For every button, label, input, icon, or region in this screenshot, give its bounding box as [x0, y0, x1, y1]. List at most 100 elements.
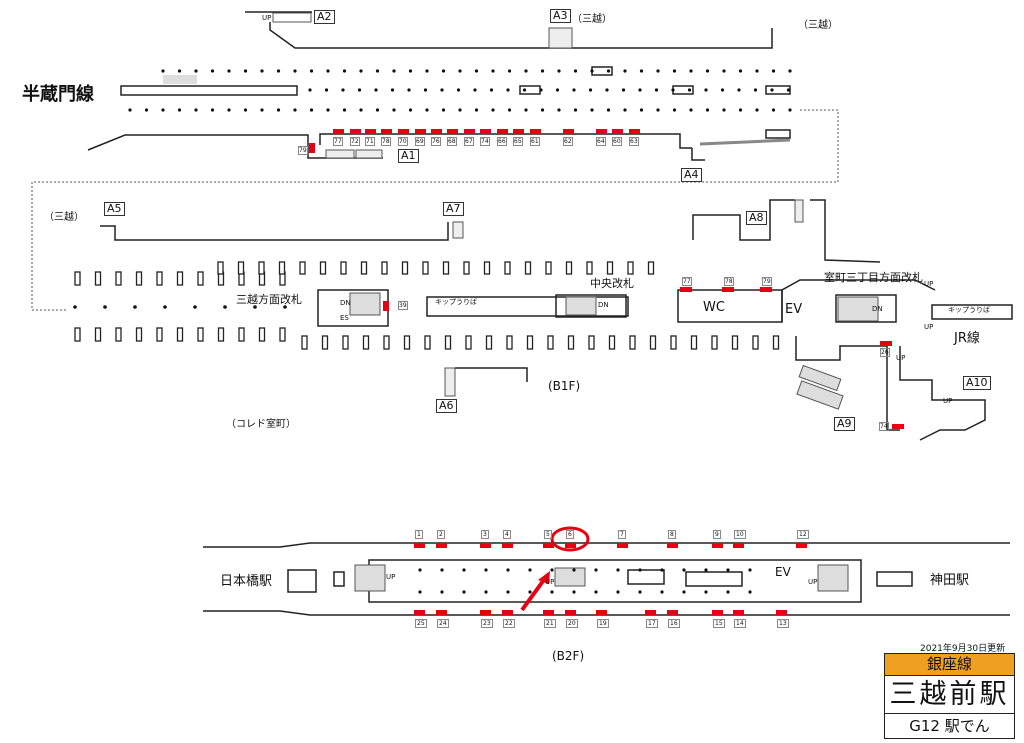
exit-a4[interactable]: A4 [681, 168, 702, 182]
pillar [690, 335, 698, 350]
pillar-dot [260, 69, 264, 73]
pillar [74, 327, 81, 342]
pillar-dot [557, 69, 561, 73]
door-marker [502, 543, 513, 548]
pillar [627, 261, 634, 275]
pillar [485, 335, 493, 350]
ticket-office-1: キップうりば [435, 298, 477, 306]
door-label: 15 [713, 619, 725, 628]
pillar-dot [704, 568, 708, 572]
exit-a3[interactable]: A3 [550, 9, 571, 23]
door-marker [667, 610, 678, 615]
door-label: 2 [437, 530, 445, 539]
pillar-dot [425, 108, 429, 112]
door-label: 26 [880, 348, 890, 357]
door-marker [629, 129, 640, 134]
exit-a9[interactable]: A9 [834, 417, 855, 431]
left-station-label: 日本橋駅 [220, 574, 273, 589]
up-label: UP [262, 14, 272, 22]
pillar-dot [738, 108, 743, 112]
right-station-label: 神田駅 [930, 573, 970, 588]
pillar-dot [528, 590, 532, 594]
exit-a6[interactable]: A6 [436, 399, 457, 413]
pillar-dot [682, 568, 686, 572]
pillar-dot [144, 108, 149, 112]
pillar-dot [550, 590, 554, 594]
pillar-dot [573, 69, 578, 73]
pillar-dot [689, 108, 693, 112]
pillar-dot [293, 108, 297, 112]
pillar-dot [375, 69, 380, 73]
pillar-dot [253, 305, 257, 309]
pillar-dot [522, 88, 527, 92]
pillar [360, 261, 368, 275]
exit-a10[interactable]: A10 [963, 376, 991, 390]
pillar-dot [440, 590, 444, 594]
pillar-dot [753, 88, 758, 92]
door-marker [502, 610, 513, 615]
door-marker [796, 543, 807, 548]
exit-a2[interactable]: A2 [314, 10, 335, 24]
pillar-dot [737, 88, 741, 92]
pillar-dot [588, 88, 593, 92]
right-note: （三越） [798, 20, 838, 31]
pillar-dot [473, 88, 477, 92]
pillar-dot [755, 69, 759, 73]
pillar [670, 335, 677, 350]
door-label: 60 [612, 137, 622, 146]
pillar-dot [755, 108, 759, 112]
pillar-dot [722, 108, 726, 112]
pillar [465, 335, 472, 350]
dn-label: DN [340, 299, 351, 307]
pillar-dot [243, 108, 248, 112]
exit-a5[interactable]: A5 [104, 202, 125, 216]
pillar [526, 335, 534, 350]
pillar-dot [748, 568, 752, 572]
door-label: 61 [530, 137, 540, 146]
ev-label: EV [775, 565, 791, 579]
pillar-dot [462, 590, 466, 594]
exit-a8[interactable]: A8 [746, 211, 767, 225]
pillar-dot [573, 108, 578, 112]
pillar-dot [210, 108, 215, 112]
pillar-dot [524, 69, 528, 73]
pillar [444, 335, 452, 350]
exit-a7[interactable]: A7 [443, 202, 464, 216]
pillar-dot [623, 69, 627, 73]
pillar-dot [771, 69, 776, 73]
pillar-dot [440, 88, 444, 92]
pillar [197, 271, 204, 286]
pillar-dot [656, 108, 660, 112]
pillar [115, 327, 122, 342]
door-label: 69 [415, 137, 425, 146]
door-label: 1 [415, 530, 423, 539]
door-marker [480, 543, 491, 548]
pillar-dot [309, 108, 314, 112]
door-marker [565, 543, 576, 548]
pillar [608, 335, 616, 350]
door-label: 7 [618, 530, 626, 539]
pillar [524, 261, 532, 275]
door-marker [563, 129, 574, 134]
door-label: 64 [596, 137, 606, 146]
pillar-dot [788, 108, 792, 112]
pillar-dot [375, 108, 380, 112]
exit-a1[interactable]: A1 [398, 149, 419, 163]
updated-date: 2021年9月30日更新 [920, 644, 1006, 654]
door-marker [596, 129, 607, 134]
pillar [442, 261, 450, 275]
door-label: 68 [447, 137, 457, 146]
pillar-dot [540, 69, 545, 73]
door-label: 10 [734, 530, 746, 539]
pillar-dot [672, 108, 677, 112]
pillar-dot [374, 88, 378, 92]
pillar-dot [423, 88, 428, 92]
pillar-dot [738, 69, 743, 73]
pillar-dot [193, 305, 197, 309]
pillar-dot [260, 108, 264, 112]
pillar [606, 261, 614, 275]
pillar-dot [324, 88, 329, 92]
door-marker [596, 610, 607, 615]
pillar [94, 271, 102, 286]
pillar-dot [524, 108, 528, 112]
